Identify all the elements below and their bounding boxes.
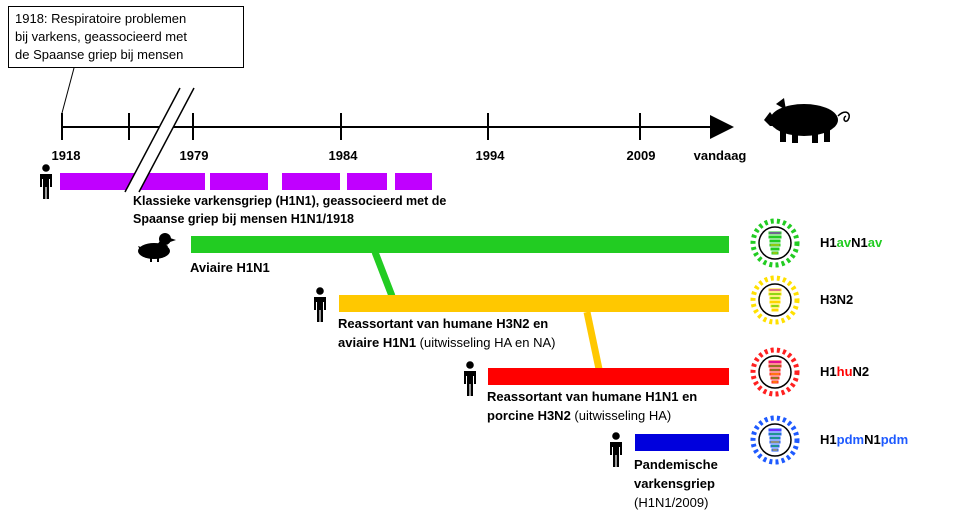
h3n2-reassortant-label: Reassortant van humane H3N2 en aviaire H… xyxy=(338,314,556,352)
connector-avian-to-h3n2 xyxy=(371,250,396,298)
pdm-label: Pandemische varkensgriep (H1N1/2009) xyxy=(634,455,718,512)
subtype-h1hun2-h: H1 xyxy=(820,364,837,379)
h3n2-label-line-2-bold: aviaire H1N1 xyxy=(338,335,417,350)
subtype-pdm-n-tag: pdm xyxy=(880,432,909,447)
callout-pointer xyxy=(61,67,75,114)
virus-icon-h1hun2 xyxy=(753,350,797,394)
pdm-label-line-1: Pandemische xyxy=(634,457,718,472)
timeline-arrowhead xyxy=(710,115,734,139)
human-icon-classic xyxy=(40,164,52,199)
classic-label-line-1: Klassieke varkensgriep (H1N1), geassocie… xyxy=(133,194,447,208)
classic-label-line-2: Spaanse griep bij mensen H1N1/1918 xyxy=(133,212,354,226)
subtype-avian-n-tag: av xyxy=(867,235,883,250)
avian-h1n1-bar xyxy=(191,236,729,253)
pig-icon xyxy=(764,98,850,143)
subtype-avian: H1avN1av xyxy=(820,235,882,250)
subtype-h1hun2-tag: hu xyxy=(836,364,853,379)
virus-icon-avian xyxy=(753,221,797,265)
year-1994: 1994 xyxy=(475,148,505,163)
avian-h1n1-label: Aviaire H1N1 xyxy=(190,258,270,277)
callout-1918: 1918: Respiratoire problemen bij varkens… xyxy=(8,6,244,68)
callout-line-1: 1918: Respiratoire problemen xyxy=(15,11,187,26)
h3n2-label-line-2-rest: (uitwisseling HA en NA) xyxy=(416,335,556,350)
pdm-bar xyxy=(635,434,729,451)
subtype-h3n2-text: H3N2 xyxy=(820,292,854,307)
duck-icon xyxy=(138,233,176,262)
timeline-ticks xyxy=(61,113,641,140)
virus-icon-pdm xyxy=(753,418,797,462)
h1hun2-bar xyxy=(488,368,729,385)
human-icon-h1hun2 xyxy=(464,361,476,396)
subtype-avian-h: H1 xyxy=(820,235,837,250)
axis-break-band xyxy=(125,88,194,192)
classic-h1n1-label: Klassieke varkensgriep (H1N1), geassocie… xyxy=(133,192,446,228)
virus-icon-h3n2 xyxy=(753,278,797,322)
axis-break-line-1 xyxy=(124,87,181,193)
h1hun2-reassortant-label: Reassortant van humane H1N1 en porcine H… xyxy=(487,387,697,425)
year-today: vandaag xyxy=(693,148,747,163)
pdm-label-line-3: (H1N1/2009) xyxy=(634,495,709,510)
subtype-avian-h-tag: av xyxy=(836,235,852,250)
h1hun2-label-line-1: Reassortant van humane H1N1 en xyxy=(487,389,698,404)
avian-label-text: Aviaire H1N1 xyxy=(190,260,270,275)
subtype-h1hun2: H1huN2 xyxy=(820,364,869,379)
human-icon-h3n2 xyxy=(314,287,326,322)
year-1984: 1984 xyxy=(328,148,358,163)
subtype-avian-n: N1 xyxy=(851,235,868,250)
subtype-pdm-h-tag: pdm xyxy=(836,432,865,447)
h3n2-bar xyxy=(339,295,729,312)
pdm-label-line-2: varkensgriep xyxy=(634,476,715,491)
year-2009: 2009 xyxy=(626,148,656,163)
subtype-pdm-h: H1 xyxy=(820,432,837,447)
axis-break-line-2 xyxy=(138,87,195,193)
h1hun2-label-line-2-bold: porcine H3N2 xyxy=(487,408,571,423)
callout-line-2: bij varkens, geassocieerd met xyxy=(15,29,187,44)
subtype-pdm-n: N1 xyxy=(864,432,881,447)
subtype-pdm: H1pdmN1pdm xyxy=(820,432,908,447)
year-1918: 1918 xyxy=(51,148,81,163)
subtype-h1hun2-n: N2 xyxy=(852,364,870,379)
callout-line-3: de Spaanse griep bij mensen xyxy=(15,47,184,62)
year-1979: 1979 xyxy=(179,148,209,163)
subtype-h3n2: H3N2 xyxy=(820,292,853,307)
h3n2-label-line-1: Reassortant van humane H3N2 en xyxy=(338,316,549,331)
h1hun2-label-line-2-rest: (uitwisseling HA) xyxy=(570,408,672,423)
human-icon-pdm xyxy=(610,432,622,467)
connector-h3n2-to-h1hun2 xyxy=(583,311,603,370)
classic-h1n1-bar xyxy=(60,173,432,190)
